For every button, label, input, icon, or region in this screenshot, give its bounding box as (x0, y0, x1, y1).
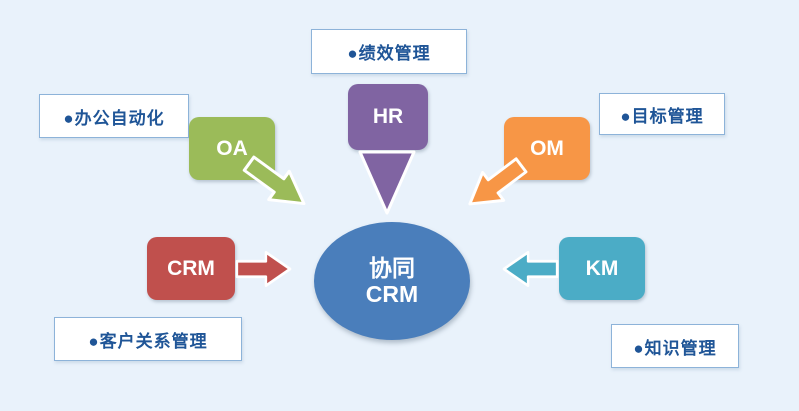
node-km-label: KM (585, 256, 619, 280)
node-km: KM (559, 237, 645, 300)
callout-knowledge-management-label: ●知识管理 (633, 338, 717, 358)
arrow-oa-to-center-icon (235, 145, 320, 222)
callout-knowledge-management: ●知识管理 (611, 324, 739, 368)
node-crm: CRM (147, 237, 235, 300)
node-om-label: OM (530, 136, 564, 160)
callout-objective-management-label: ●目标管理 (620, 106, 704, 126)
callout-office-automation: ●办公自动化 (39, 94, 189, 138)
callout-performance-management-label: ●绩效管理 (347, 44, 431, 63)
center-label-line1: 协同 (369, 254, 415, 281)
callout-customer-relationship-management-label: ●客户关系管理 (88, 331, 208, 351)
center-label-line2: CRM (365, 281, 419, 307)
arrow-om-to-center-icon (454, 147, 535, 223)
callout-objective-management: ●目标管理 (599, 93, 725, 135)
callout-office-automation-label: ●办公自动化 (63, 108, 165, 128)
callout-customer-relationship-management: ●客户关系管理 (54, 317, 242, 361)
node-oa-label: OA (216, 136, 248, 160)
node-hr: HR (348, 84, 428, 150)
callout-performance-management: ●绩效管理 (311, 29, 467, 74)
arrow-hr-to-center-icon (357, 149, 417, 217)
arrow-crm-to-center-icon (235, 249, 293, 289)
node-crm-label: CRM (167, 256, 215, 280)
center-collaborative-crm: 协同 CRM (314, 222, 470, 340)
arrow-km-to-center-icon (501, 249, 559, 289)
node-hr-label: HR (372, 105, 404, 128)
node-oa: OA (189, 117, 275, 180)
